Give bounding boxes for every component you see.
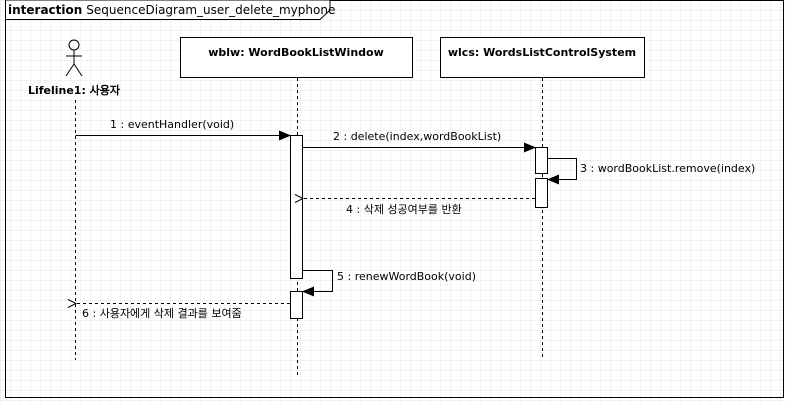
actor-label: Lifeline1: 사용자 — [28, 83, 121, 97]
wblw-label: wblw: WordBookListWindow — [208, 46, 384, 59]
frame-tab — [5, 0, 331, 20]
message-5-arrow — [302, 270, 333, 297]
lifeline-actor[interactable]: Lifeline1: 사용자 — [28, 39, 121, 360]
stick-figure-actor-icon — [65, 39, 83, 77]
message-3-arrow — [547, 158, 577, 185]
message-2-label: 2 : delete(index,wordBookList) — [333, 130, 501, 143]
message-4-label: 4 : 삭제 성공여부를 반환 — [346, 203, 462, 216]
wblw-head-box — [180, 37, 413, 78]
wblw-activation-bar — [290, 135, 303, 279]
wlcs-head-box — [440, 37, 645, 78]
lifeline-wblw[interactable]: wblw: WordBookListWindow — [180, 37, 413, 377]
frame-name: SequenceDiagram_user_delete_myphone — [86, 3, 335, 17]
message-3[interactable]: 3 : wordBookList.remove(index) — [547, 158, 756, 185]
message-5-label: 5 : renewWordBook(void) — [337, 270, 476, 283]
message-2[interactable]: 2 : delete(index,wordBookList) — [302, 130, 536, 153]
interaction-frame — [5, 0, 784, 398]
frame-title: interaction SequenceDiagram_user_delete_m… — [8, 3, 335, 17]
message-5[interactable]: 5 : renewWordBook(void) — [302, 270, 477, 297]
wlcs-label: wlcs: WordsListControlSystem — [448, 46, 636, 59]
message-1-label: 1 : eventHandler(void) — [110, 118, 234, 131]
frame-keyword: interaction — [8, 3, 82, 17]
wlcs-activation-bar — [535, 147, 548, 174]
message-3-label: 3 : wordBookList.remove(index) — [580, 162, 755, 175]
message-6-label: 6 : 사용자에게 삭제 결과를 보여줌 — [82, 307, 242, 320]
lifeline-wlcs[interactable]: wlcs: WordsListControlSystem — [440, 37, 645, 359]
wlcs-activation-bar-2 — [535, 178, 548, 208]
message-6[interactable]: 6 : 사용자에게 삭제 결과를 보여줌 — [76, 304, 290, 321]
wblw-activation-bar-2 — [290, 291, 303, 319]
message-4[interactable]: 4 : 삭제 성공여부를 반환 — [303, 199, 535, 217]
message-1[interactable]: 1 : eventHandler(void) — [75, 118, 291, 141]
